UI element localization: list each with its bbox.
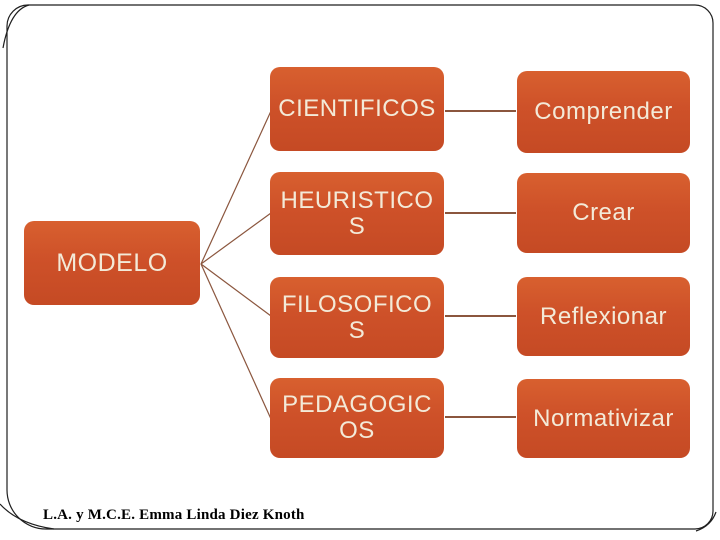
node-cientificos: CIENTIFICOS	[270, 67, 444, 151]
node-pedagogicos: PEDAGOGIC OS	[270, 378, 444, 458]
frame-corner-tail-top-left	[2, 4, 30, 49]
node-comprender: Comprender	[517, 71, 690, 153]
node-filosoficos: FILOSOFICO S	[270, 277, 444, 358]
node-modelo: MODELO	[24, 221, 200, 305]
connector-root-heuristicos	[200, 212, 272, 265]
connector-root-cientificos	[200, 110, 272, 265]
connector-root-filosoficos	[200, 263, 272, 317]
connector-root-pedagogicos	[200, 263, 272, 420]
author-credit: L.A. y M.C.E. Emma Linda Diez Knoth	[43, 507, 305, 523]
frame-corner-tail-bottom-right	[695, 511, 717, 532]
node-heuristicos: HEURISTICO S	[270, 172, 444, 255]
node-normativizar: Normativizar	[517, 379, 690, 458]
node-crear: Crear	[517, 173, 690, 253]
node-reflexionar: Reflexionar	[517, 277, 690, 356]
